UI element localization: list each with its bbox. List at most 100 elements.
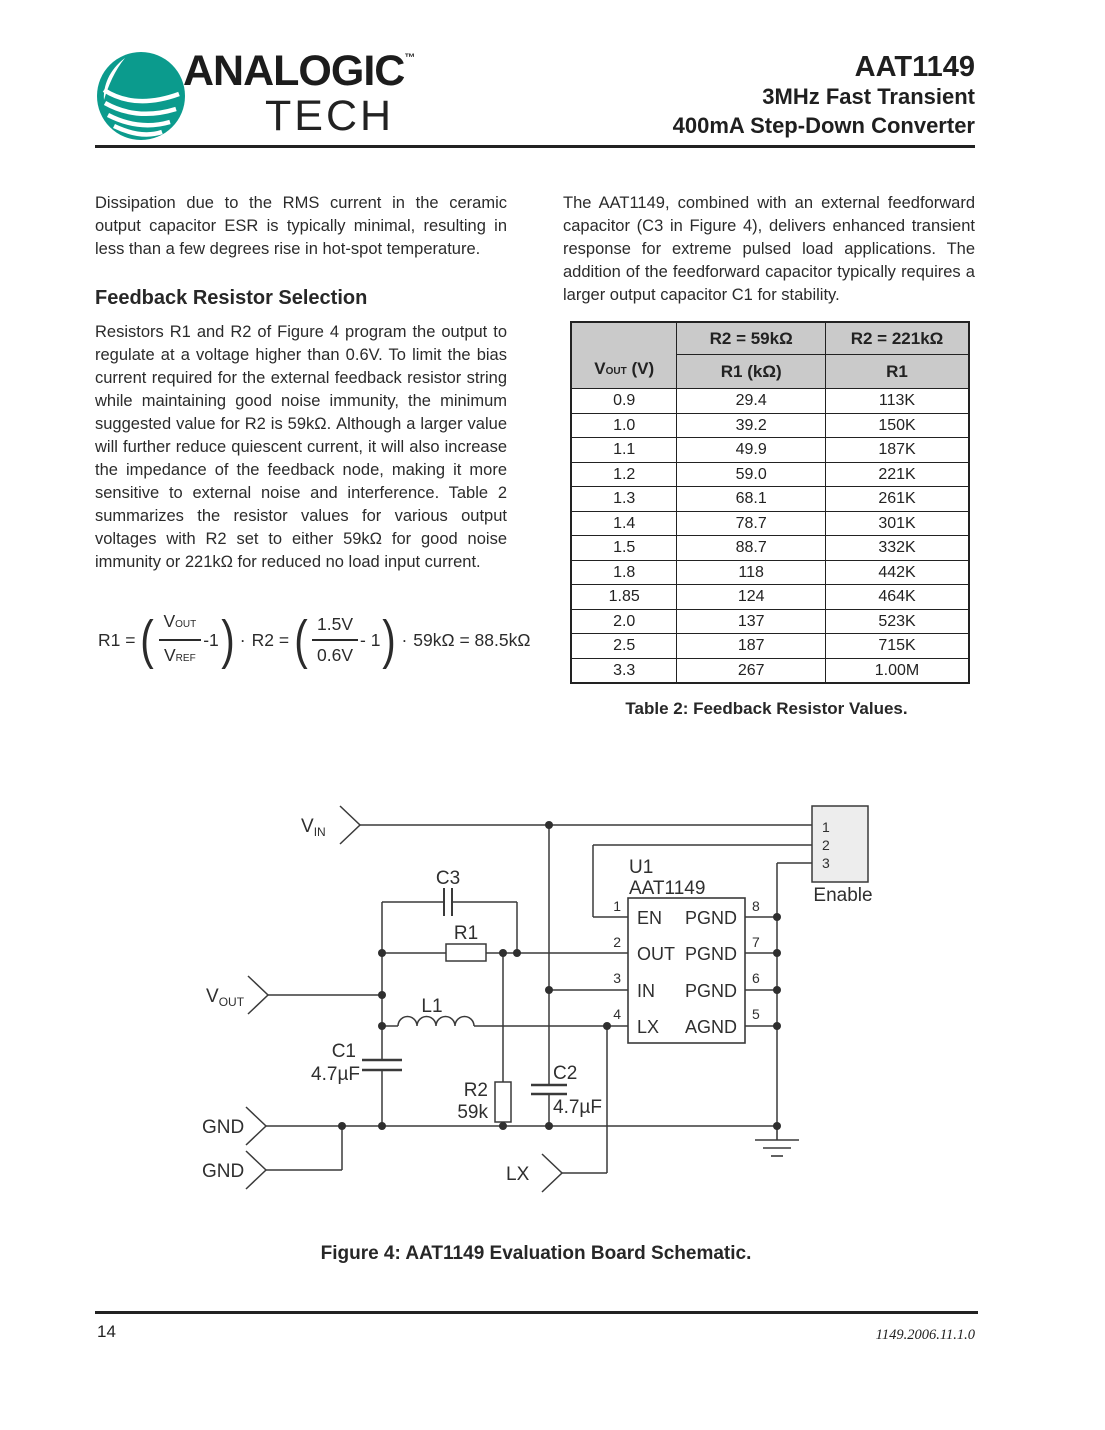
r1-kohm-header: R1 (kΩ): [676, 354, 826, 389]
vin-label: VIN: [301, 816, 326, 839]
ic-part-label: AAT1149: [629, 878, 705, 899]
l1-label: L1: [421, 996, 442, 1017]
pin-number: 2: [613, 934, 621, 950]
c1-ref-label: C1: [332, 1041, 356, 1062]
vout-label: VOUT: [206, 986, 245, 1009]
pin-number: 5: [752, 1006, 760, 1022]
c2-ref-label: C2: [553, 1063, 577, 1084]
fraction-numerator: VOUT: [163, 611, 197, 631]
gnd-connector: [245, 1106, 268, 1146]
enable-pin-number: 2: [822, 837, 830, 853]
ic-ref-label: U1: [629, 857, 653, 878]
vin-connector: [339, 805, 362, 845]
brand-bottom-text: TECH: [265, 92, 395, 140]
paragraph-feedforward: The AAT1149, combined with an external f…: [563, 194, 975, 304]
c1-capacitor: [362, 1058, 402, 1072]
left-column: Dissipation due to the RMS current in th…: [95, 192, 531, 670]
r2-ref-label: R2: [464, 1080, 488, 1101]
pin-name: IN: [637, 981, 655, 1001]
pin-name: PGND: [685, 981, 737, 1001]
r2-221k-group-header: R2 = 221kΩ: [825, 321, 970, 355]
connector-chevrons: [245, 805, 564, 1193]
page-number: 14: [97, 1322, 116, 1341]
ground-symbol: [755, 1126, 799, 1157]
evaluation-board-schematic: VIN VOUT GND GND LX C3 R1 L1 C1 4.7µF R2…: [202, 805, 873, 1193]
subtitle-line2: 400mA Step-Down Converter: [672, 113, 975, 138]
brand-top-text: ANALOGIC: [183, 47, 405, 95]
c3-label: C3: [436, 868, 460, 889]
pin-number: 3: [613, 970, 621, 986]
table-group-header-row: VOUT (V) R2 = 59kΩ R2 = 221kΩ: [570, 321, 970, 389]
pin-name: OUT: [637, 944, 675, 964]
enable-pin-number: 3: [822, 855, 830, 871]
figure-caption: Figure 4: AAT1149 Evaluation Board Schem…: [320, 1243, 752, 1264]
c1-value-label: 4.7µF: [311, 1064, 360, 1085]
brand-wordmark: ANALOGIC™ TECH: [183, 50, 415, 138]
pin-name: AGND: [685, 1017, 737, 1037]
c2-capacitor: [531, 1083, 567, 1096]
fraction-numerator: 1.5V: [317, 614, 354, 634]
fraction-denominator: 0.6V: [312, 639, 359, 667]
pin-name: PGND: [685, 944, 737, 964]
pin-number: 7: [752, 934, 760, 950]
r1-header: R1: [825, 354, 970, 389]
feedback-resistor-formula: R1 = ( VOUT VREF -1 ) · R2 = ( 1.5V 0.6V…: [98, 610, 531, 670]
pin-number: 4: [613, 1006, 621, 1022]
header-divider: [95, 145, 975, 148]
l1-inductor: [397, 1015, 475, 1027]
r1-resistor-body: [445, 943, 487, 962]
feedback-resistor-values-table: VOUT (V) R2 = 59kΩ R2 = 221kΩ R1 (kΩ) R1…: [570, 321, 970, 684]
right-column: The AAT1149, combined with an external f…: [563, 192, 975, 720]
r2-resistor-body: [494, 1081, 512, 1123]
r2-value-label: 59k: [457, 1102, 488, 1123]
trademark-symbol: ™: [404, 52, 416, 64]
table-header-row: R1 (kΩ) R1: [571, 354, 970, 389]
enable-pin-number: 1: [822, 819, 830, 835]
vout-header-cell: VOUT (V): [570, 321, 678, 389]
r2-59k-group-header: R2 = 59kΩ: [676, 321, 826, 355]
table-caption: Table 2: Feedback Resistor Values.: [625, 699, 908, 718]
dot-operator: ·: [239, 629, 246, 650]
dot-operator: ·: [401, 629, 408, 650]
gnd1-label: GND: [202, 1117, 244, 1138]
document-title-block: AAT1149 3MHz Fast Transient 400mA Step-D…: [673, 52, 975, 140]
lx-connector: [541, 1153, 564, 1193]
subtitle-line1: 3MHz Fast Transient: [762, 84, 975, 109]
formula-mid: R2 =: [251, 629, 290, 650]
minus-one: - 1: [360, 629, 381, 650]
document-revision-code: 1149.2006.11.1.0: [875, 1327, 975, 1343]
pin-name: LX: [637, 1017, 659, 1037]
pin-number: 1: [613, 898, 621, 914]
gnd2-label: GND: [202, 1161, 244, 1182]
enable-label: Enable: [813, 885, 872, 906]
gnd-connector: [245, 1150, 268, 1190]
vout-connector: [247, 975, 270, 1015]
fraction-1v5-0v6: 1.5V 0.6V: [312, 613, 359, 667]
ic-body: [627, 897, 746, 1044]
pin-number: 8: [752, 898, 760, 914]
paragraph-dissipation: Dissipation due to the RMS current in th…: [95, 194, 507, 258]
part-number: AAT1149: [854, 51, 975, 83]
pin-name: EN: [637, 908, 662, 928]
analogictech-globe-logo-icon: [97, 52, 185, 140]
enable-connector-body: [811, 805, 869, 883]
fraction-denominator: VREF: [158, 639, 201, 670]
formula-result: 59kΩ = 88.5kΩ: [413, 629, 531, 650]
pin-name: PGND: [685, 908, 737, 928]
c3-capacitor: [443, 888, 453, 916]
junction-dots: [338, 821, 781, 1130]
c2-value-label: 4.7µF: [553, 1097, 602, 1118]
